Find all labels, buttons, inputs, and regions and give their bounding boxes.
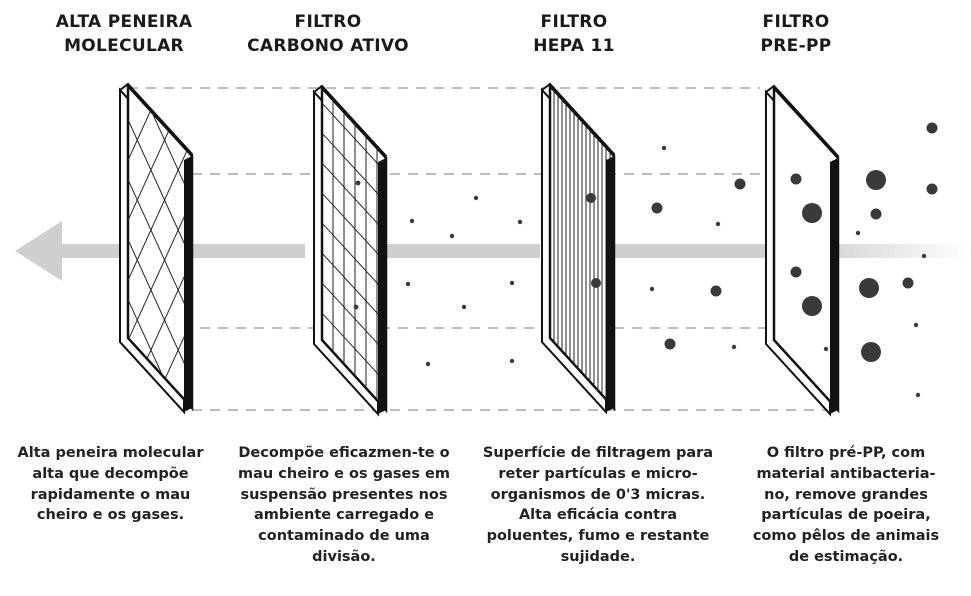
particle-dot: [861, 342, 881, 362]
title-line: CARBONO ATIVO: [247, 36, 409, 56]
particle-dot: [405, 281, 411, 287]
particle-dot: [926, 183, 938, 195]
particle-dot: [449, 233, 455, 239]
particle-dot: [517, 219, 523, 225]
title-line: FILTRO: [540, 12, 608, 32]
title-line: MOLECULAR: [64, 36, 184, 56]
particle-dot: [855, 230, 861, 236]
dashed-guides: [128, 87, 830, 411]
particle-dot: [710, 285, 722, 297]
particle-dot: [926, 122, 938, 134]
particle-dot: [661, 145, 667, 151]
title-carbono-ativo: FILTRO CARBONO ATIVO: [228, 10, 428, 58]
particle-dot: [353, 304, 359, 310]
particle-dot: [591, 278, 601, 288]
description-alta-peneira: Alta peneira molecular alta que decompõe…: [17, 445, 204, 524]
particle-dot: [921, 253, 927, 259]
particle-dot: [509, 358, 515, 364]
particle-dot: [651, 202, 663, 214]
particle-dot: [715, 221, 721, 227]
particle-dot: [802, 203, 822, 223]
title-line: HEPA 11: [533, 36, 615, 56]
title-hepa-11: FILTRO HEPA 11: [474, 10, 674, 58]
particle-dot: [649, 286, 655, 292]
panel-alta-peneira: [118, 82, 194, 415]
particle-dot: [902, 277, 914, 289]
title-line: PRE-PP: [760, 36, 832, 56]
particle-dot: [664, 338, 676, 350]
particle-dot: [461, 304, 467, 310]
title-pre-pp: FILTRO PRE-PP: [696, 10, 896, 58]
particle-dot: [802, 296, 822, 316]
particle-dot: [915, 392, 921, 398]
particle-dot: [425, 361, 431, 367]
panel-hepa-11: [540, 82, 616, 415]
particle-dot: [790, 266, 802, 278]
particle-dot: [823, 346, 829, 352]
panel-carbono-ativo: [312, 84, 388, 417]
title-alta-peneira: ALTA PENEIRA MOLECULAR: [24, 10, 224, 58]
particle-dot: [731, 344, 737, 350]
particle-dot: [509, 280, 515, 286]
particle-dot: [734, 178, 746, 190]
title-line: ALTA PENEIRA: [55, 12, 193, 32]
panel-pre-pp: [764, 84, 840, 417]
particle-dot: [790, 173, 802, 185]
particle-dot: [913, 322, 919, 328]
description-carbono-ativo: Decompõe eficazmen-te o mau cheiro e os …: [238, 445, 450, 565]
filter-diagram: [15, 82, 971, 417]
title-line: FILTRO: [294, 12, 362, 32]
description-hepa-11: Superfície de filtragem para reter partí…: [482, 445, 714, 565]
arrow-left-icon: [15, 221, 971, 281]
particle-dot: [586, 193, 596, 203]
particle-dot: [409, 218, 415, 224]
title-line: FILTRO: [762, 12, 830, 32]
particle-dot: [866, 170, 886, 190]
description-pre-pp: O filtro pré-PP, com material antibacter…: [752, 445, 940, 565]
particles: [353, 122, 938, 398]
particle-dot: [859, 278, 879, 298]
particle-dot: [355, 180, 361, 186]
particle-dot: [870, 208, 882, 220]
particle-dot: [473, 195, 479, 201]
